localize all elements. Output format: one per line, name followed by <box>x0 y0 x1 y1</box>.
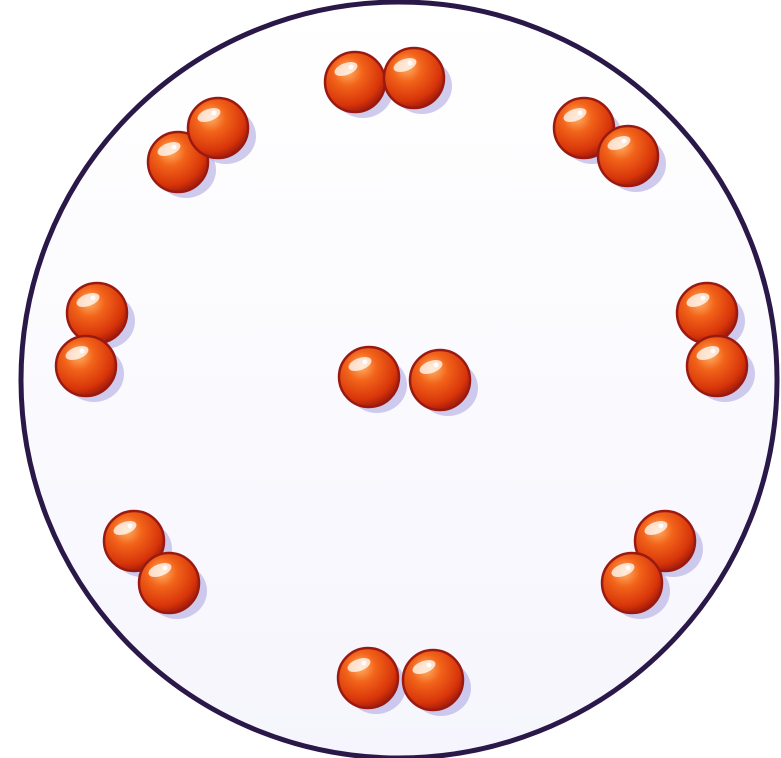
orange-ball <box>325 52 385 112</box>
orange-ball <box>384 48 444 108</box>
orange-ball <box>188 98 248 158</box>
orange-ball <box>598 126 658 186</box>
orange-ball <box>67 283 127 343</box>
orange-ball <box>338 648 398 708</box>
orange-ball <box>602 553 662 613</box>
orange-ball <box>687 336 747 396</box>
orange-ball <box>410 350 470 410</box>
orange-ball <box>403 650 463 710</box>
orange-ball <box>139 553 199 613</box>
orange-ball <box>56 336 116 396</box>
orange-ball <box>677 283 737 343</box>
orange-ball <box>339 347 399 407</box>
